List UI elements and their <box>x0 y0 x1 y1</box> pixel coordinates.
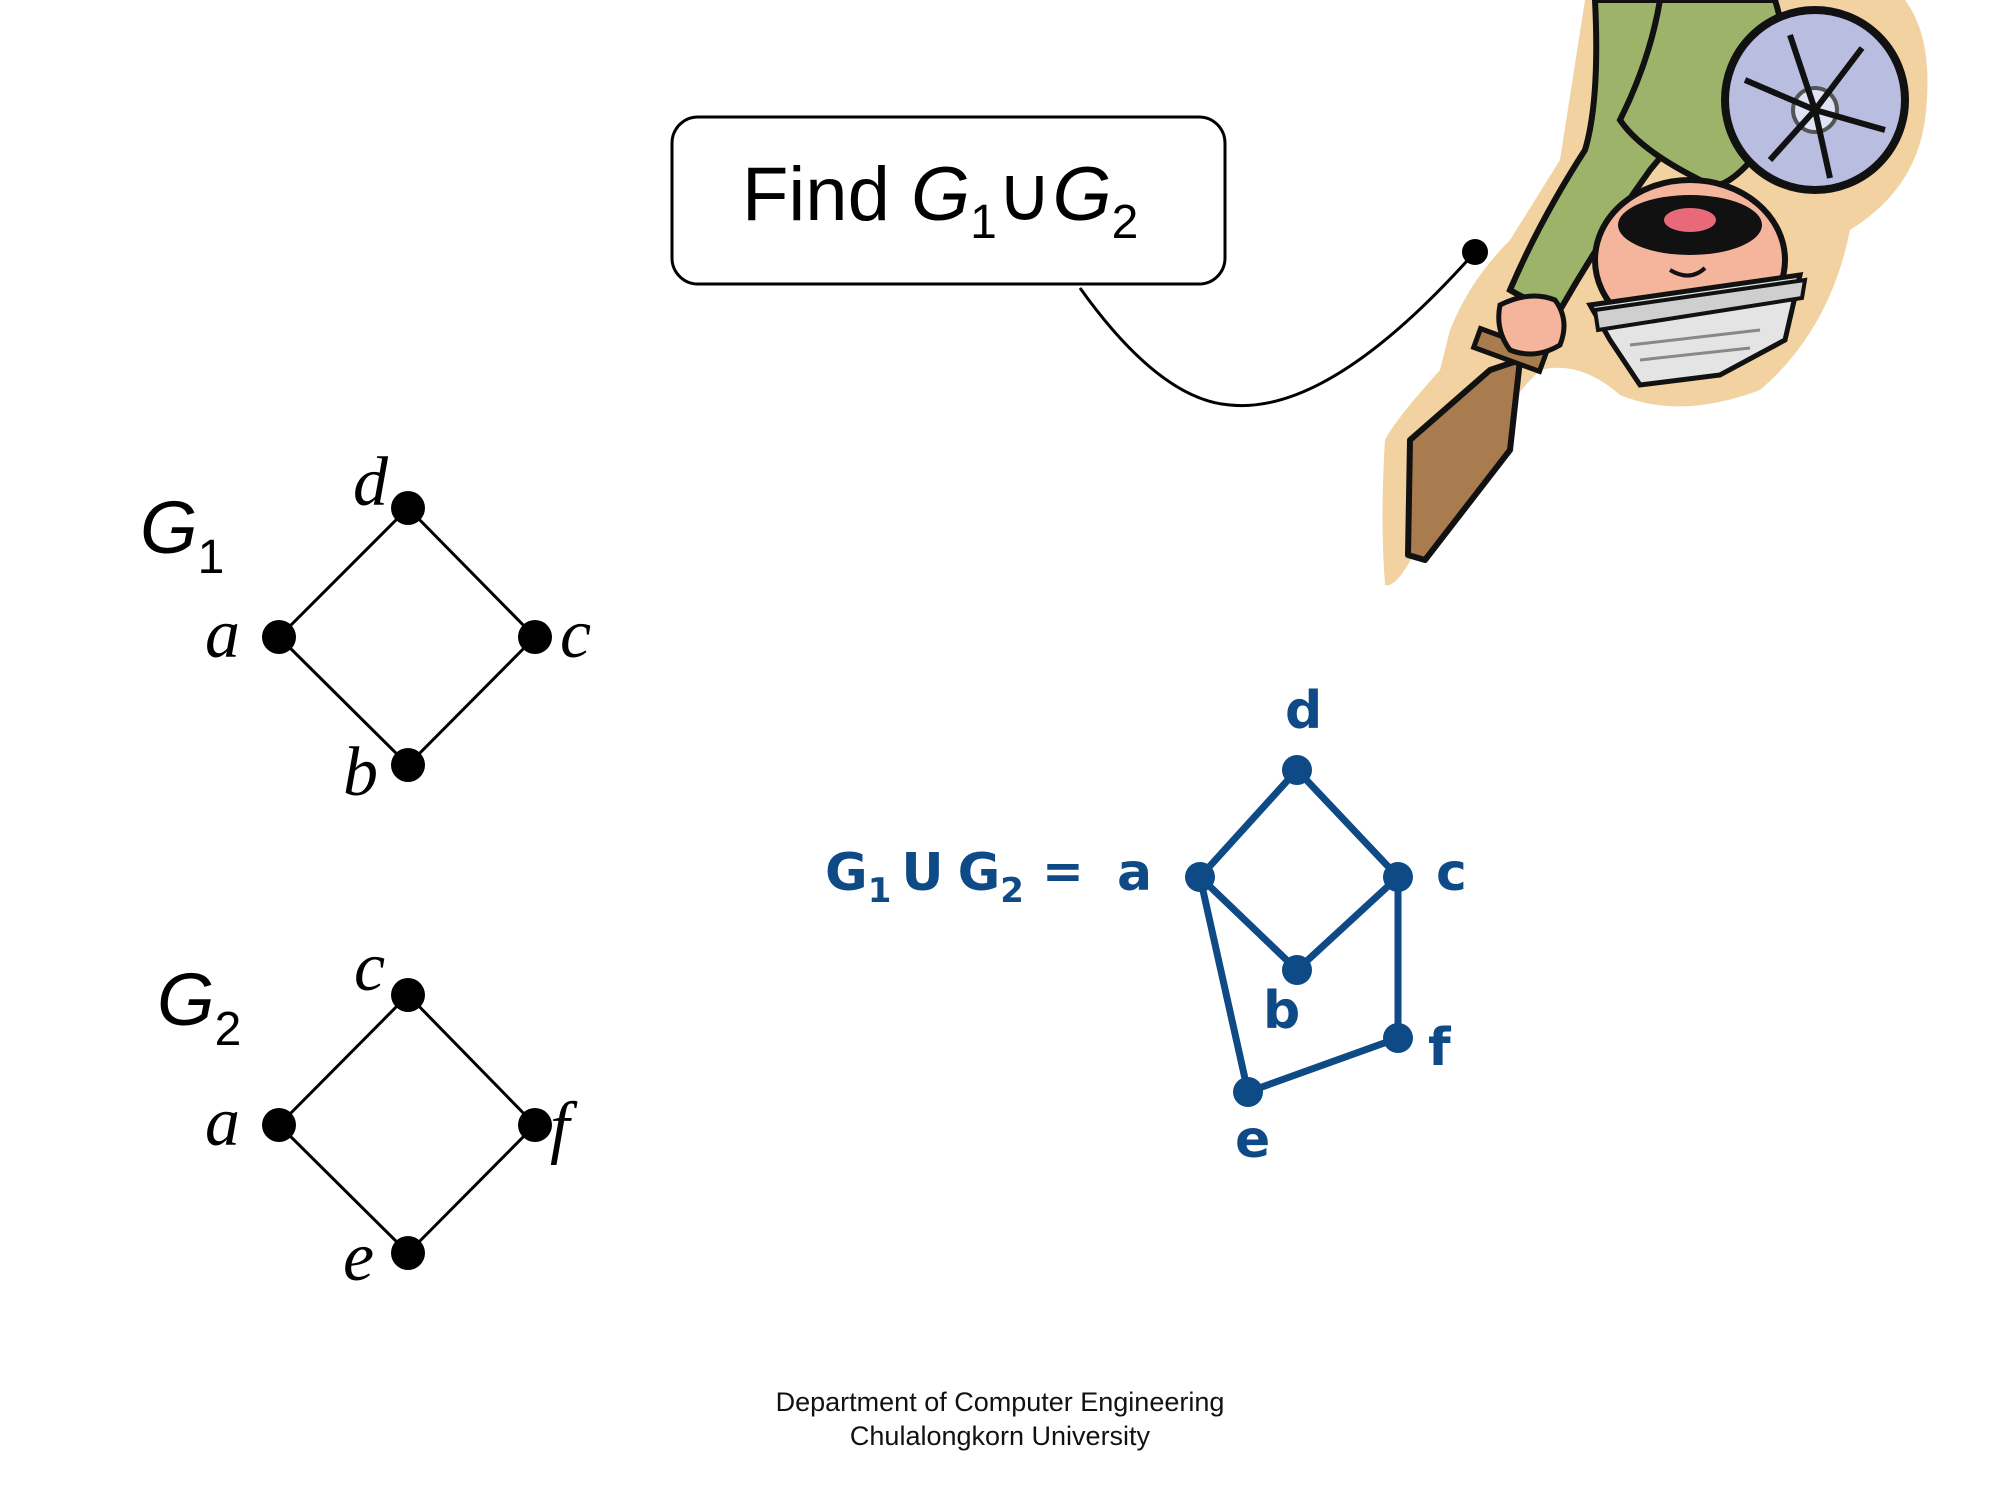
graph-g1-label: G1 <box>140 486 224 584</box>
graph-g1: G1 d a c b <box>140 444 591 811</box>
g2-label-a: a <box>205 1084 240 1161</box>
g2-label-c: c <box>354 929 385 1006</box>
g2-edge-a-c <box>277 993 410 1127</box>
g2-edge-c-f <box>406 993 537 1127</box>
answer-label-e: e <box>1235 1110 1270 1170</box>
g1-label-a: a <box>205 596 240 673</box>
g1-edge-a-d <box>277 506 410 639</box>
speech-callout: Find G1∪G2 <box>670 115 1488 408</box>
answer-vertex-c <box>1383 862 1413 892</box>
graph-g2-label: G2 <box>157 958 241 1056</box>
g1-edge-d-c <box>406 506 537 639</box>
callout-box <box>670 115 1227 286</box>
answer-vertex-b <box>1282 955 1312 985</box>
g2-label-e: e <box>343 1219 374 1296</box>
g2-edge-e-a <box>277 1123 410 1255</box>
answer-edge-d-c <box>1293 766 1402 881</box>
g2-vertex-a <box>262 1108 296 1142</box>
g2-vertex-f <box>518 1108 552 1142</box>
footer-department: Department of Computer Engineering <box>775 1387 1225 1417</box>
answer-vertex-d <box>1282 755 1312 785</box>
callout-pointer-line <box>1078 251 1477 408</box>
callout-text: Find G1∪G2 <box>742 152 1138 249</box>
answer-edges <box>1196 766 1402 1096</box>
g1-label-d: d <box>353 444 389 521</box>
graph-g2: G2 c a f e <box>157 929 578 1296</box>
callout-pointer-dot <box>1462 239 1488 265</box>
answer-label-a: a <box>1117 843 1152 903</box>
g2-vertex-e <box>391 1236 425 1270</box>
answer-edge-a-b <box>1196 873 1301 974</box>
answer-label-b: b <box>1263 981 1300 1041</box>
answer-label-f: f <box>1428 1018 1452 1078</box>
answer-equals: = <box>1042 842 1084 900</box>
answer-vertex-a <box>1185 862 1215 892</box>
g1-vertex-a <box>262 620 296 654</box>
g1-vertex-d <box>391 491 425 525</box>
g1-vertex-b <box>391 748 425 782</box>
g2-label-f: f <box>550 1089 578 1166</box>
answer-edge-f-e <box>1244 1034 1402 1096</box>
answer-edge-e-a <box>1196 873 1252 1096</box>
g1-label-b: b <box>343 734 378 811</box>
cartoon-character-illustration <box>1382 0 1928 586</box>
answer-edge-b-c <box>1293 873 1402 974</box>
answer-vertex-e <box>1233 1077 1263 1107</box>
answer-vertex-f <box>1383 1023 1413 1053</box>
g1-vertex-c <box>518 620 552 654</box>
answer-edge-a-d <box>1196 766 1301 881</box>
answer-label-c: c <box>1436 843 1467 903</box>
g1-edge-c-b <box>406 635 537 767</box>
g1-label-c: c <box>560 596 591 673</box>
footer-university: Chulalongkorn University <box>849 1421 1151 1451</box>
g2-vertex-c <box>391 978 425 1012</box>
answer-label-d: d <box>1285 681 1322 741</box>
g1-edge-b-a <box>277 635 410 767</box>
g2-edge-f-e <box>406 1123 537 1255</box>
